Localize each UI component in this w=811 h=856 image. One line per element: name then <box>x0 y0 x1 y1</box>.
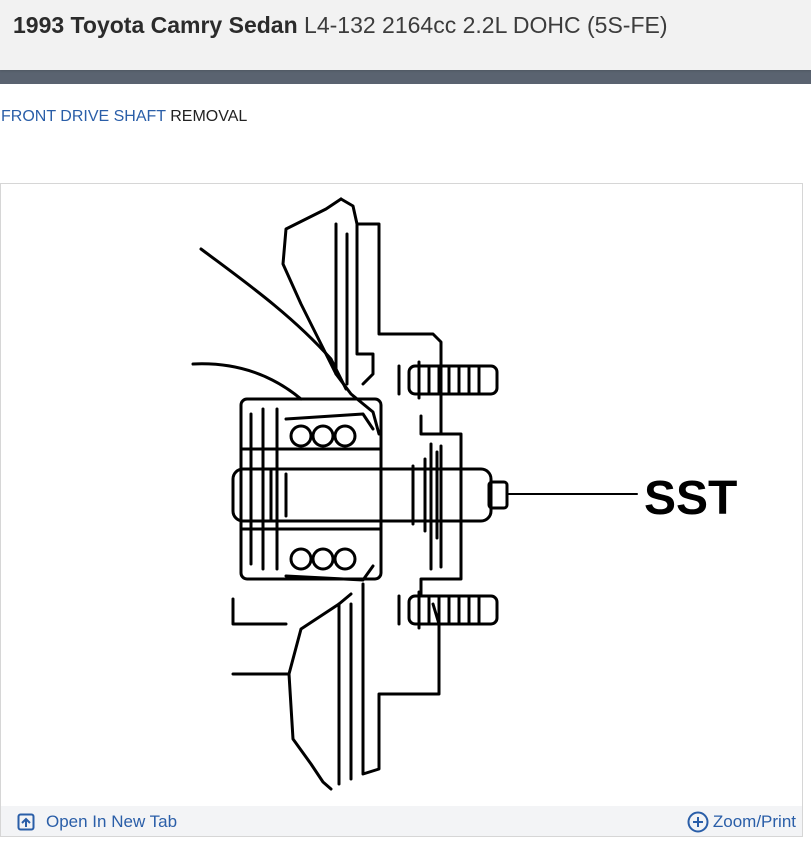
breadcrumb-current: REMOVAL <box>170 108 248 125</box>
zoom-print-label: Zoom/Print <box>712 812 796 831</box>
shaft-line-lower <box>191 362 303 401</box>
open-in-new-tab-button[interactable]: Open In New Tab <box>17 811 177 833</box>
knuckle-upper <box>281 197 381 436</box>
top-header: 1993 Toyota Camry Sedan L4-132 2164cc 2.… <box>0 0 811 70</box>
bearing-housing <box>239 397 383 581</box>
bearing-ball <box>333 424 357 448</box>
wheel-stud-lower <box>407 594 499 626</box>
bearing-ball <box>311 424 335 448</box>
bearing-ball <box>289 424 313 448</box>
vehicle-name: 1993 Toyota Camry Sedan <box>13 12 298 38</box>
zoom-print-button[interactable]: Zoom/Print <box>687 811 796 833</box>
bearing-ball <box>311 547 335 571</box>
knuckle-lower <box>287 592 353 791</box>
vehicle-title: 1993 Toyota Camry Sedan L4-132 2164cc 2.… <box>13 10 668 40</box>
hub-plate <box>419 414 463 598</box>
diagram-figure: SST Open In New Tab Zoom/Print <box>0 183 803 837</box>
drive-shaft-diagram[interactable]: SST <box>1 184 802 806</box>
open-external-icon <box>17 813 35 831</box>
figure-footer: Open In New Tab Zoom/Print <box>1 806 802 836</box>
bearing-ball <box>289 547 313 571</box>
wheel-stud-upper <box>407 364 499 396</box>
sst-callout-label: SST <box>644 472 737 525</box>
shaft-line-upper <box>199 247 348 391</box>
breadcrumb-link[interactable]: FRONT DRIVE SHAFT <box>1 108 166 125</box>
circle-plus-icon <box>687 811 709 833</box>
open-in-new-tab-label: Open In New Tab <box>46 812 178 831</box>
breadcrumb: FRONT DRIVE SHAFT REMOVAL <box>1 108 247 126</box>
engine-spec: L4-132 2164cc 2.2L DOHC (5S-FE) <box>304 12 668 38</box>
bearing-ball <box>333 547 357 571</box>
axle-shaft <box>231 467 493 523</box>
